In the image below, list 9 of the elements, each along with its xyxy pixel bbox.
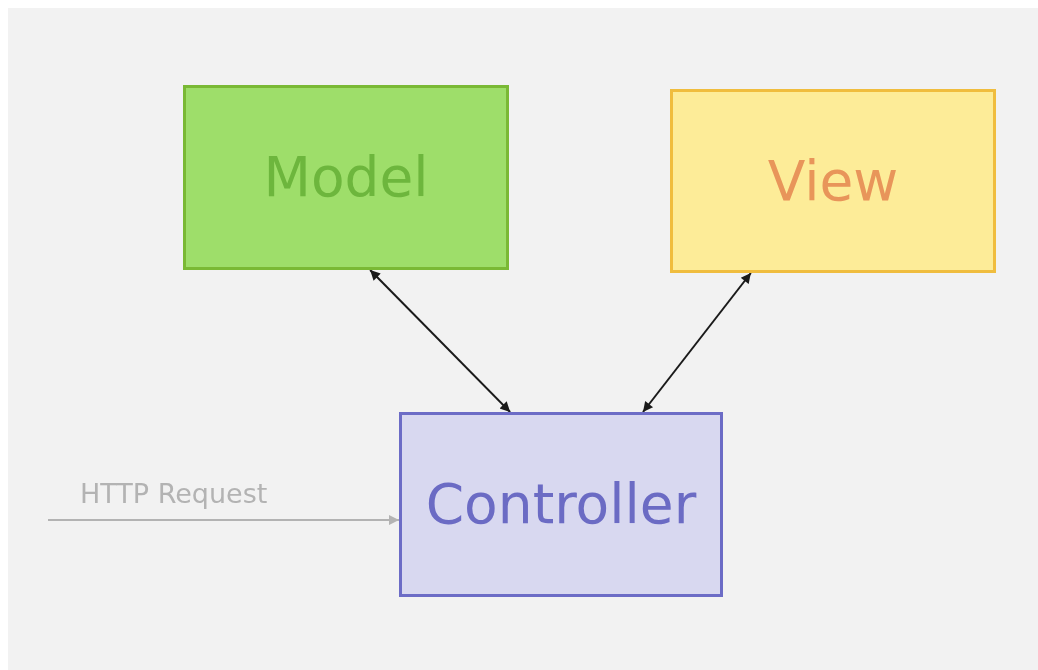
controller-box bbox=[399, 412, 723, 597]
view-box bbox=[670, 89, 996, 273]
node-label: View bbox=[767, 147, 899, 215]
node-label: Controller bbox=[425, 471, 697, 539]
arrow bbox=[47, 515, 400, 526]
double-arrow bbox=[641, 272, 752, 413]
double-arrow bbox=[369, 269, 512, 413]
edge-label: HTTP Request bbox=[80, 480, 268, 507]
model-box bbox=[183, 85, 509, 270]
